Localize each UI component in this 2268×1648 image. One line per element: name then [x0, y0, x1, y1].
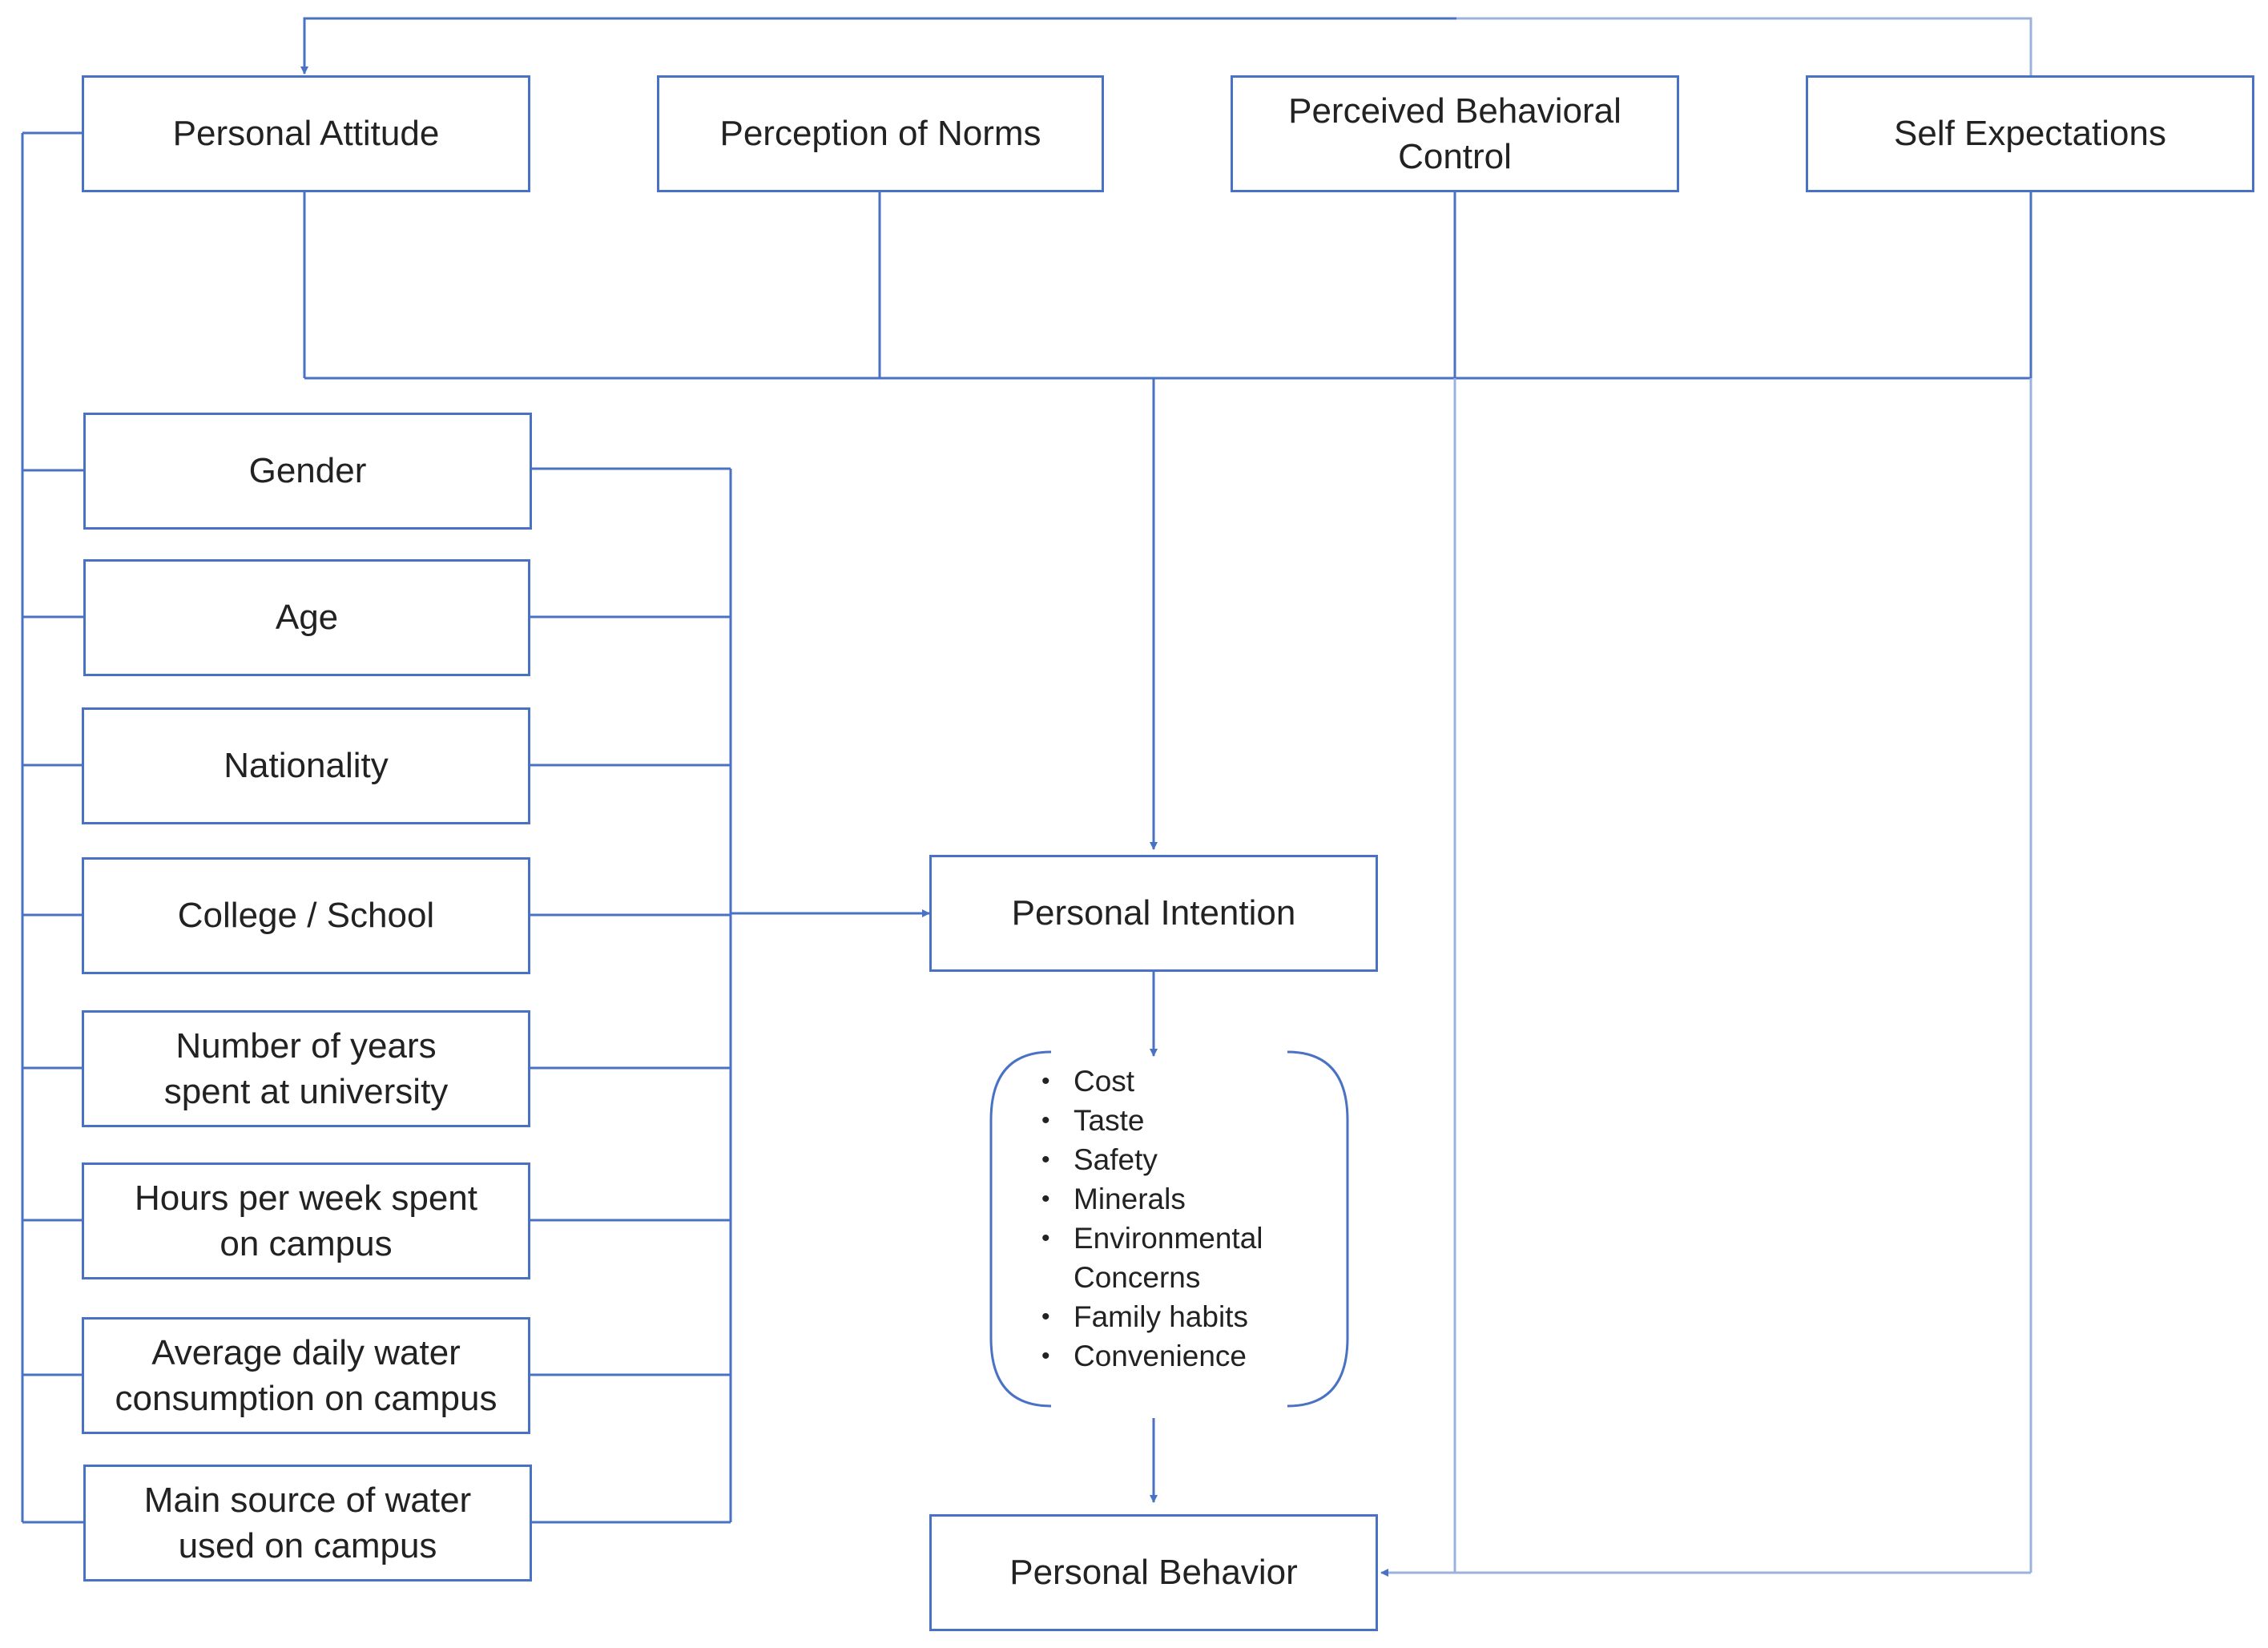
- water-source-box: Main source of water used on campus: [83, 1465, 532, 1582]
- water-consumption-label: Average daily water consumption on campu…: [115, 1332, 498, 1418]
- hours-on-campus-box: Hours per week spent on campus: [82, 1162, 530, 1279]
- college-school-box: College / School: [82, 857, 530, 974]
- factors-right-bracket: [1287, 1050, 1349, 1408]
- years-at-university-label: Number of years spent at university: [163, 1025, 449, 1111]
- personal-attitude-box: Personal Attitude: [82, 75, 530, 192]
- right-bus-stubs: [529, 467, 731, 1524]
- perception-of-norms-label: Perception of Norms: [719, 114, 1041, 154]
- influence-factor-item: Cost: [1041, 1062, 1314, 1101]
- age-label: Age: [275, 598, 339, 638]
- personal-intention-label: Personal Intention: [1011, 893, 1296, 933]
- college-school-label: College / School: [177, 896, 435, 936]
- perceived-behavioral-control-box: Perceived Behavioral Control: [1231, 75, 1679, 192]
- influence-factor-item: Environmental Concerns: [1041, 1219, 1314, 1297]
- personal-attitude-label: Personal Attitude: [172, 114, 440, 154]
- self-expectations-label: Self Expectations: [1894, 114, 2166, 154]
- factors-left-bracket: [989, 1050, 1052, 1408]
- influence-factor-item: Minerals: [1041, 1179, 1314, 1219]
- water-consumption-box: Average daily water consumption on campu…: [82, 1317, 530, 1434]
- gender-box: Gender: [83, 413, 532, 530]
- influence-factor-item: Taste: [1041, 1101, 1314, 1140]
- left-bus-stubs: [22, 469, 83, 1524]
- gender-label: Gender: [248, 451, 367, 491]
- influence-factors-list: Cost Taste Safety Minerals Environmental…: [1041, 1062, 1314, 1376]
- years-at-university-box: Number of years spent at university: [82, 1010, 530, 1127]
- water-source-label: Main source of water used on campus: [143, 1480, 472, 1565]
- perceived-behavioral-control-label: Perceived Behavioral Control: [1288, 91, 1621, 176]
- perception-of-norms-box: Perception of Norms: [657, 75, 1104, 192]
- nationality-box: Nationality: [82, 707, 530, 824]
- nationality-label: Nationality: [224, 746, 389, 786]
- influence-factor-item: Convenience: [1041, 1336, 1314, 1376]
- feedback-arrow-to-attitude: [300, 17, 1456, 75]
- influence-factor-item: Family habits: [1041, 1297, 1314, 1336]
- feedback-loop-to-attitude: [1456, 17, 2032, 377]
- self-expectations-box: Self Expectations: [1806, 75, 2254, 192]
- personal-behavior-box: Personal Behavior: [929, 1514, 1378, 1631]
- influence-factor-item: Safety: [1041, 1140, 1314, 1179]
- personal-behavior-label: Personal Behavior: [1009, 1553, 1298, 1593]
- hours-on-campus-label: Hours per week spent on campus: [135, 1178, 477, 1263]
- age-box: Age: [83, 559, 530, 676]
- personal-intention-box: Personal Intention: [929, 855, 1378, 972]
